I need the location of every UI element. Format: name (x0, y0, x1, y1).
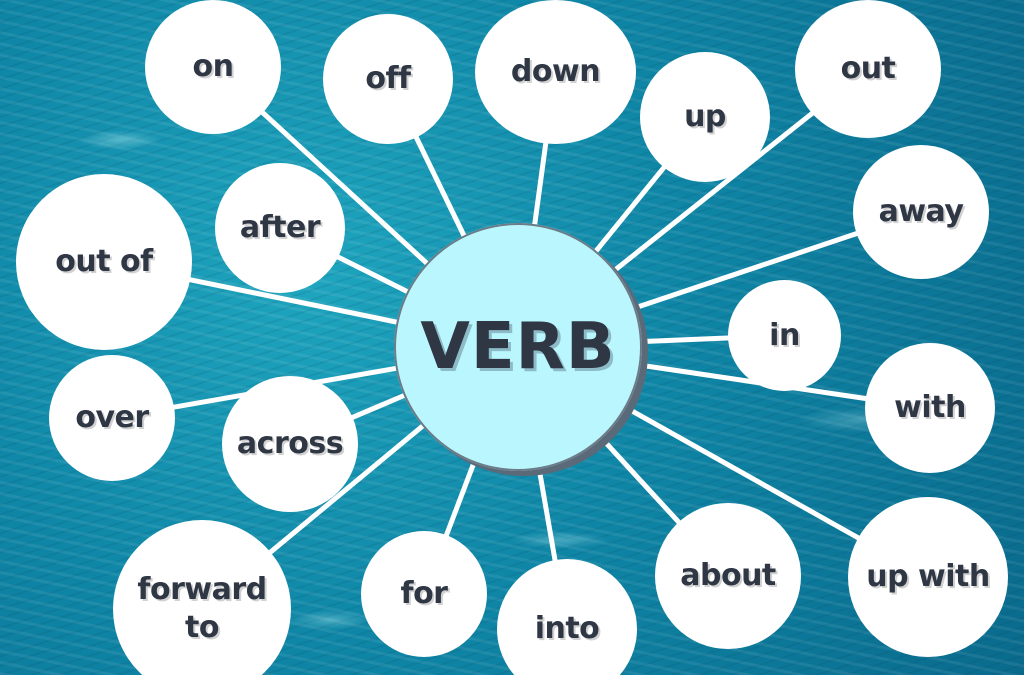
connector-line-12 (264, 421, 429, 558)
particle-label: with (894, 390, 966, 425)
particle-bubble-about: about (655, 503, 801, 649)
particle-bubble-forward-to: forward to (113, 520, 291, 675)
particle-label: across (236, 426, 344, 461)
particle-bubble-over: over (49, 355, 175, 481)
connector-line-11 (346, 391, 411, 422)
particle-bubble-up-with: up with (848, 497, 1008, 657)
connector-line-8 (635, 335, 736, 345)
particle-label: after (239, 210, 321, 245)
particle-bubble-up: up (640, 52, 770, 182)
particle-bubble-for: for (361, 531, 487, 657)
particle-bubble-out: out (795, 0, 941, 138)
particle-label: off (365, 61, 411, 96)
connector-line-5 (629, 229, 864, 312)
verb-center-node: VERB (394, 223, 642, 471)
particle-label: on (192, 49, 234, 84)
particle-label: for (400, 576, 448, 611)
particle-bubble-into: into (497, 559, 637, 675)
connector-line-3 (591, 161, 669, 257)
verb-label: VERB (420, 310, 616, 384)
particle-label: into (534, 611, 600, 646)
particle-bubble-on: on (145, 0, 281, 134)
particle-bubble-after: after (215, 163, 345, 293)
connector-line-7 (183, 276, 403, 326)
particle-label: down (510, 54, 601, 89)
connector-line-4 (609, 106, 820, 275)
particle-bubble-down: down (475, 0, 636, 144)
connector-line-13 (442, 456, 478, 542)
particle-bubble-away: away (853, 145, 989, 279)
particle-bubble-across: across (222, 376, 358, 512)
particle-label: forward to (137, 572, 267, 645)
connector-line-6 (332, 252, 414, 296)
connector-line-15 (596, 432, 684, 528)
particle-label: out of (55, 244, 153, 279)
particle-label: up with (866, 559, 990, 594)
connector-line-0 (256, 107, 433, 269)
particle-label: about (680, 558, 776, 593)
connector-line-14 (536, 462, 559, 567)
particle-bubble-with: with (865, 343, 995, 473)
connector-line-2 (531, 136, 549, 231)
particle-label: away (878, 194, 964, 229)
particle-label: up (684, 99, 726, 134)
particle-bubble-off: off (323, 14, 453, 144)
connector-line-1 (412, 131, 469, 242)
particle-bubble-out-of: out of (16, 174, 192, 350)
particle-label: over (75, 400, 149, 435)
particle-label: in (769, 317, 800, 353)
particle-label: out (840, 51, 896, 86)
connector-line-16 (620, 403, 865, 543)
particle-bubble-in: in (728, 280, 841, 391)
